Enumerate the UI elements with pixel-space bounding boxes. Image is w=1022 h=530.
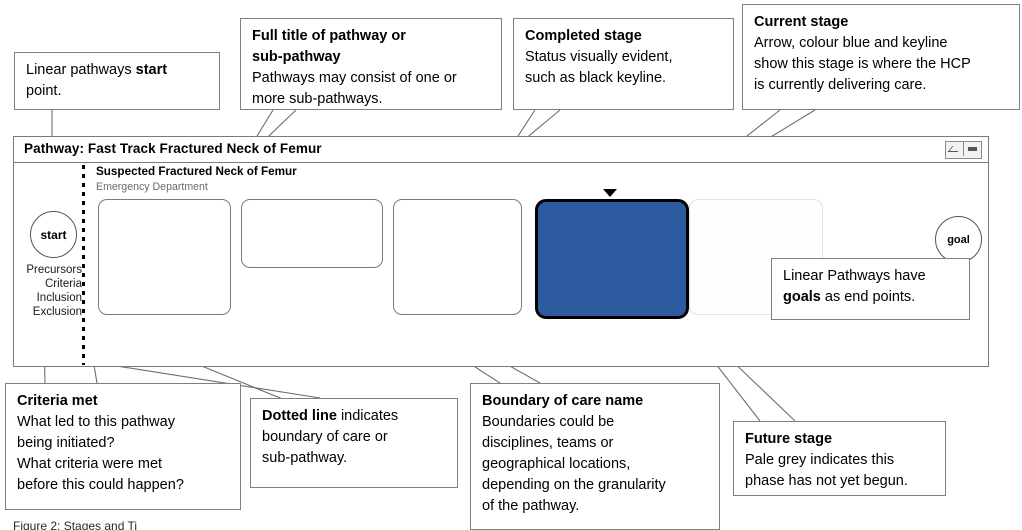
precursor-criteria-list: Precursors Criteria Inclusion Exclusion — [16, 263, 82, 319]
callout-line-tail: indicates — [336, 408, 399, 424]
callout-line: is currently delivering care. — [754, 77, 927, 93]
callout-line: being initiated? — [17, 435, 115, 451]
boundary-of-care-name: Suspected Fractured Neck of Femur — [96, 165, 297, 178]
page-title: Pathway: Fast Track Fractured Neck of Fe… — [24, 141, 322, 156]
chevron-down-icon[interactable] — [946, 142, 963, 156]
callout-line: more sub-pathways. — [252, 91, 383, 107]
callout-line: Linear Pathways have — [783, 268, 926, 284]
callout-heading: Completed stage — [525, 28, 642, 44]
boundary-of-care-subtitle: Emergency Department — [96, 181, 208, 193]
callout-heading-line2: sub-pathway — [252, 49, 341, 65]
pathway-canvas: start Precursors Criteria Inclusion Excl… — [14, 163, 988, 367]
callout-dotted-line: Dotted line indicates boundary of care o… — [250, 398, 458, 488]
callout-line: What criteria were met — [17, 456, 163, 472]
callout-heading: Current stage — [754, 14, 849, 30]
callout-heading: Criteria met — [17, 393, 98, 409]
callout-line: show this stage is where the HCP — [754, 56, 971, 72]
callout-line: Arrow, colour blue and keyline — [754, 35, 948, 51]
precursor-item: Criteria — [44, 278, 82, 290]
pathway-titlebar: Pathway: Fast Track Fractured Neck of Fe… — [14, 137, 988, 163]
minimize-icon[interactable] — [963, 142, 981, 156]
callout-line: goals as end points. — [783, 287, 958, 308]
callout-line: boundary of care or — [262, 429, 388, 445]
callout-line: Pale grey indicates this — [745, 452, 895, 468]
callout-full-title: Full title of pathway or sub-pathway Pat… — [240, 18, 502, 110]
callout-line: Linear pathways start — [26, 62, 168, 78]
callout-line: Status visually evident, — [525, 49, 673, 65]
callout-line: Dotted line indicates — [262, 406, 446, 427]
callout-goal-end-points: Linear Pathways have goals as end points… — [771, 258, 970, 320]
precursor-item: Inclusion — [36, 292, 82, 304]
callout-line: What led to this pathway — [17, 414, 175, 430]
start-node[interactable]: start — [30, 211, 77, 258]
callout-emphasis: start — [135, 62, 168, 78]
callout-emphasis: goals — [783, 289, 821, 305]
current-stage-arrow-icon — [603, 189, 617, 197]
callout-line: Boundaries could be — [482, 414, 615, 430]
callout-line-tail: as end points. — [820, 289, 916, 305]
callout-line: such as black keyline. — [525, 70, 667, 86]
window-controls[interactable] — [945, 141, 982, 159]
precursor-item: Precursors — [26, 264, 82, 276]
stage-box-completed-2[interactable] — [241, 199, 383, 268]
callout-boundary-of-care: Boundary of care name Boundaries could b… — [470, 383, 720, 530]
callout-line: before this could happen? — [17, 477, 184, 493]
figure-caption: Figure 2: Stages and Ti — [13, 519, 138, 530]
callout-heading: Boundary of care name — [482, 393, 644, 409]
callout-heading-line1: Full title of pathway or — [252, 28, 406, 44]
callout-line: sub-pathway. — [262, 450, 348, 466]
goal-node[interactable]: goal — [935, 216, 982, 263]
callout-line: of the pathway. — [482, 498, 580, 514]
callout-heading: Future stage — [745, 431, 833, 447]
callout-completed-stage: Completed stage Status visually evident,… — [513, 18, 734, 110]
boundary-dotted-line — [82, 165, 85, 365]
callout-line: phase has not yet begun. — [745, 473, 908, 489]
callout-line: Pathways may consist of one or — [252, 70, 457, 86]
stage-box-completed-3[interactable] — [393, 199, 522, 315]
callout-line: geographical locations, — [482, 456, 631, 472]
callout-criteria-met: Criteria met What led to this pathway be… — [5, 383, 241, 510]
callout-line: depending on the granularity — [482, 477, 666, 493]
callout-current-stage: Current stage Arrow, colour blue and key… — [742, 4, 1020, 110]
precursor-item: Exclusion — [32, 306, 82, 318]
stage-box-completed-1[interactable] — [98, 199, 231, 315]
callout-start-point: Linear pathways start point. — [14, 52, 220, 110]
pathway-window: Pathway: Fast Track Fractured Neck of Fe… — [13, 136, 989, 367]
callout-line: disciplines, teams or — [482, 435, 614, 451]
callout-future-stage: Future stage Pale grey indicates this ph… — [733, 421, 946, 496]
callout-line: point. — [26, 83, 62, 99]
callout-emphasis: Dotted line — [262, 408, 337, 424]
stage-box-current[interactable] — [535, 199, 689, 319]
